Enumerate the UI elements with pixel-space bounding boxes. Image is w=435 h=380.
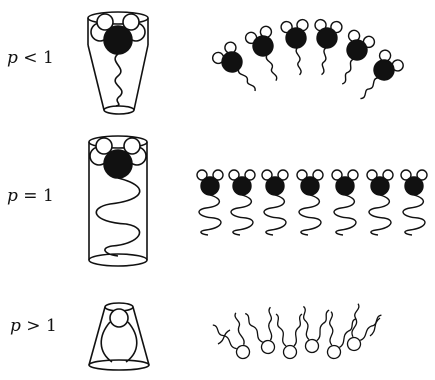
surfactant-molecule bbox=[213, 313, 257, 364]
shape-cylinder bbox=[89, 136, 147, 266]
tail-strand bbox=[370, 318, 380, 336]
surfactant-molecule bbox=[401, 170, 427, 235]
assembly-inverted-curved bbox=[213, 304, 382, 365]
surfactant-molecule bbox=[90, 138, 146, 256]
assembly-planar bbox=[197, 170, 427, 235]
shape-truncated-cone bbox=[88, 12, 148, 114]
surfactant-molecule bbox=[309, 19, 342, 76]
surfactant-molecule bbox=[262, 170, 288, 235]
surfactant-molecule bbox=[276, 314, 302, 359]
surfactant-molecule bbox=[197, 170, 223, 235]
surfactant-molecule bbox=[319, 312, 356, 362]
surfactant-molecule bbox=[244, 25, 289, 86]
surfactant-molecule bbox=[332, 170, 358, 235]
surfactant-molecule bbox=[229, 170, 255, 235]
surfactant-molecule bbox=[101, 309, 137, 362]
assembly-curved bbox=[210, 19, 405, 107]
surfactant-molecule bbox=[297, 170, 323, 235]
shape-inverted-cone bbox=[89, 303, 149, 370]
surfactant-molecule bbox=[280, 19, 313, 76]
surfactant-molecule bbox=[367, 170, 393, 235]
surfactant-molecule bbox=[297, 306, 329, 354]
tail-strand bbox=[218, 330, 230, 344]
